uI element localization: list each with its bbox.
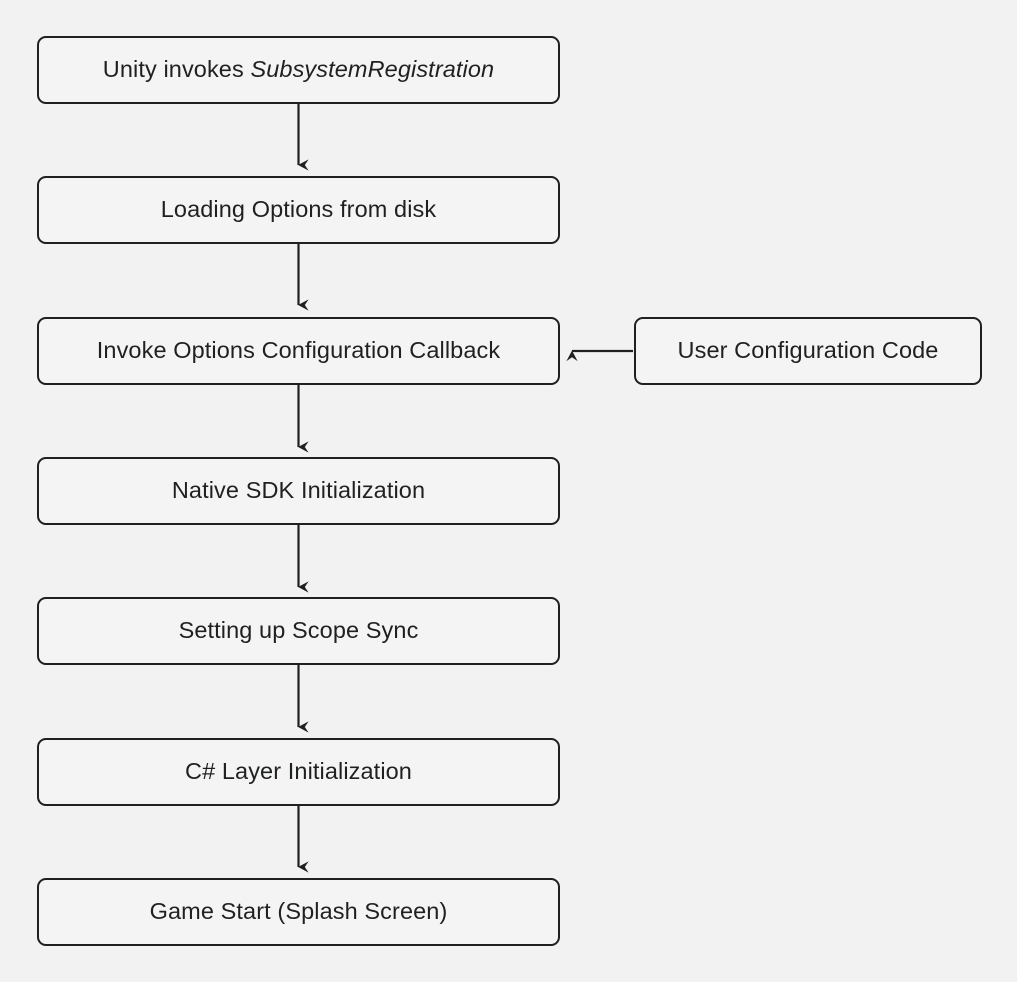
node-label: Setting up Scope Sync <box>178 617 419 644</box>
node-subsystem-registration[interactable]: Unity invokes SubsystemRegistration <box>37 36 560 104</box>
node-label: C# Layer Initialization <box>185 758 412 785</box>
node-label: Game Start (Splash Screen) <box>149 898 448 925</box>
node-native-sdk-init[interactable]: Native SDK Initialization <box>37 457 560 525</box>
node-user-configuration-code[interactable]: User Configuration Code <box>634 317 982 385</box>
node-label-emphasis: SubsystemRegistration <box>250 56 495 83</box>
node-label: User Configuration Code <box>677 337 939 364</box>
node-loading-options[interactable]: Loading Options from disk <box>37 176 560 244</box>
node-scope-sync[interactable]: Setting up Scope Sync <box>37 597 560 665</box>
node-label-plain: Unity invokes <box>102 56 251 83</box>
node-label: Unity invokes SubsystemRegistration <box>103 56 494 83</box>
node-game-start[interactable]: Game Start (Splash Screen) <box>37 878 560 946</box>
node-invoke-options-callback[interactable]: Invoke Options Configuration Callback <box>37 317 560 385</box>
node-csharp-layer-init[interactable]: C# Layer Initialization <box>37 738 560 806</box>
node-label: Invoke Options Configuration Callback <box>96 337 501 364</box>
node-label: Native SDK Initialization <box>171 477 426 504</box>
node-label: Loading Options from disk <box>160 196 437 223</box>
